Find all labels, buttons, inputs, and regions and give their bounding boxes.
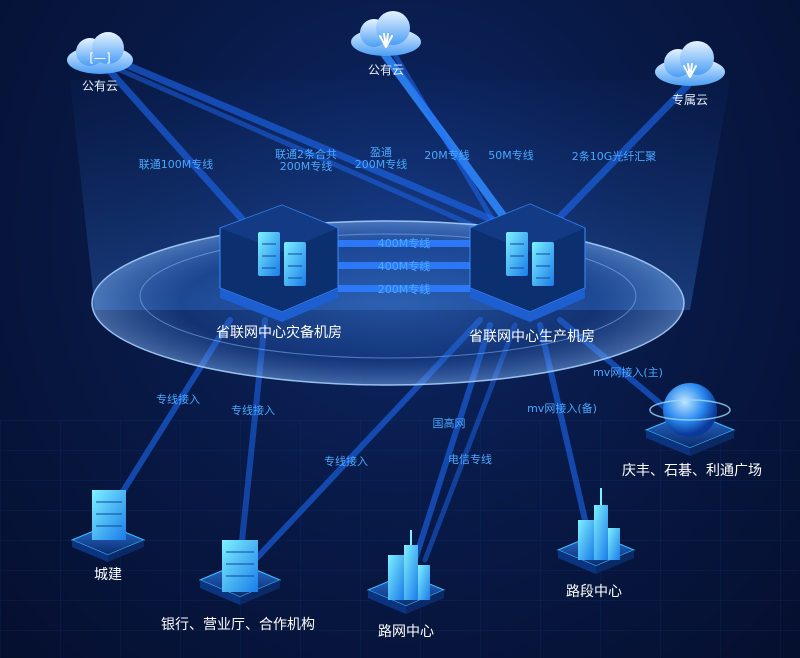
huawei-cloud-icon <box>351 11 421 56</box>
access-label-dedicated: 专线接入 <box>231 404 275 417</box>
server-rack-icon <box>506 232 528 276</box>
link-label-20m: 20M专线 <box>424 149 470 162</box>
bank-building-icon <box>198 540 282 605</box>
room-link-label: 400M专线 <box>377 237 431 250</box>
link-label-line: 盈通 <box>370 146 392 159</box>
platform-inner-ring <box>139 233 637 359</box>
room-link-bar <box>330 262 475 269</box>
server-rack-icon <box>284 242 306 286</box>
access-label-mv-primary: mv网接入(主) <box>593 366 663 379</box>
room-link-label: 400M专线 <box>377 260 431 273</box>
globe-icon <box>644 383 736 456</box>
access-label-dedicated: 专线接入 <box>156 393 200 406</box>
svg-text:[—]: [—] <box>89 51 110 65</box>
chengjian-building-icon <box>70 490 146 562</box>
server-rack-icon <box>258 232 280 276</box>
beam <box>117 67 498 238</box>
cloud-beams <box>96 51 692 238</box>
cloud-label-huawei: 公有云 <box>367 63 405 77</box>
node-label-plaza: 庆丰、石碁、利通广场 <box>622 463 762 479</box>
access-label-telecom: 电信专线 <box>448 453 492 466</box>
road-section-building-icon <box>556 488 636 574</box>
beam <box>96 56 254 232</box>
production-room-label: 省联网中心生产机房 <box>469 329 595 345</box>
link-label-10g-fiber: 2条10G光纤汇聚 <box>571 150 657 163</box>
node-label-bank: 银行、营业厅、合作机构 <box>161 617 315 633</box>
room-link-bar <box>330 285 475 292</box>
node-label-road-section: 路段中心 <box>566 584 622 600</box>
cloud-label-dedicated: 专属云 <box>671 93 709 107</box>
access-label-mv-backup: mv网接入(备) <box>527 402 597 415</box>
link-label-50m: 50M专线 <box>488 149 534 162</box>
alibaba-cloud-icon: [—] <box>67 32 133 74</box>
access-label-dedicated: 专线接入 <box>324 455 368 468</box>
node-label-road-network: 路网中心 <box>378 624 434 640</box>
link-label-yingtong: 盈通 200M专线 <box>354 146 408 172</box>
inter-room-links <box>330 240 475 292</box>
link-label-unicom-2: 联通2条合共 200M专线 <box>275 148 337 174</box>
backup-room <box>219 204 339 322</box>
production-room <box>469 203 586 322</box>
cloud-label-alibaba: 公有云 <box>81 79 119 93</box>
backup-room-label: 省联网中心灾备机房 <box>216 325 342 341</box>
node-label-chengjian: 城建 <box>94 567 122 583</box>
beam <box>392 52 503 235</box>
beam <box>111 56 509 229</box>
beam <box>551 81 692 226</box>
link-label-line: 联通2条合共 <box>275 148 337 161</box>
link-label-line: 200M专线 <box>354 158 408 172</box>
room-link-label: 200M专线 <box>377 283 431 296</box>
room-link-bar <box>330 240 475 247</box>
huawei-cloud-icon <box>655 41 725 86</box>
access-label-national-highway: 国高网 <box>432 417 466 430</box>
road-network-building-icon <box>366 530 446 614</box>
link-label-line: 200M专线 <box>279 160 333 174</box>
link-label-unicom-100m: 联通100M专线 <box>138 158 214 171</box>
server-rack-icon <box>532 242 554 286</box>
